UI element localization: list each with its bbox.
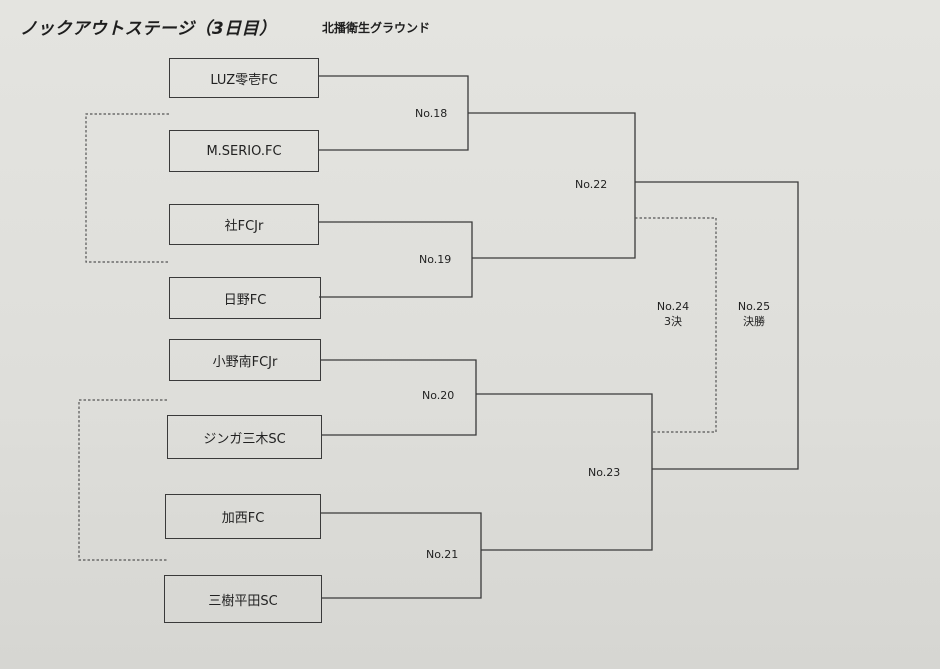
dashed-consolation-upper [85, 113, 169, 263]
connector-m19 [319, 221, 473, 298]
connector-m21 [321, 512, 482, 599]
team-box-mserio: M.SERIO.FC [169, 130, 319, 172]
team-box-onominami: 小野南FCJr [169, 339, 321, 381]
connector-m24-third [635, 217, 717, 433]
team-box-luz: LUZ零壱FC [169, 58, 319, 98]
match-label-23: No.23 [588, 466, 621, 479]
team-box-kasai: 加西FC [165, 494, 321, 539]
connector-m20 [321, 359, 477, 436]
page-title: ノックアウトステージ（3日目） [20, 19, 277, 39]
match-label-21: No.21 [426, 548, 459, 561]
team-box-yashiro: 社FCJr [169, 204, 319, 245]
match-label-24: No.24 3決 [651, 299, 695, 329]
team-box-mikihirata: 三樹平田SC [164, 575, 322, 623]
match-24-title: 3決 [664, 315, 682, 328]
match-24-number: No.24 [656, 300, 690, 313]
team-box-zinga: ジンガ三木SC [167, 415, 322, 459]
dashed-consolation-lower [78, 399, 167, 561]
match-label-19: No.19 [419, 253, 452, 266]
connector-m25-final [635, 181, 799, 470]
venue-label: 北播衛生グラウンド [322, 21, 431, 35]
connector-m23 [476, 393, 653, 551]
match-25-title: 決勝 [743, 315, 765, 328]
match-label-20: No.20 [422, 389, 455, 402]
connector-m22 [468, 112, 636, 259]
match-label-22: No.22 [575, 178, 608, 191]
team-box-hino: 日野FC [169, 277, 321, 319]
match-25-number: No.25 [737, 300, 771, 313]
match-label-25: No.25 決勝 [732, 299, 776, 329]
match-label-18: No.18 [415, 107, 448, 120]
